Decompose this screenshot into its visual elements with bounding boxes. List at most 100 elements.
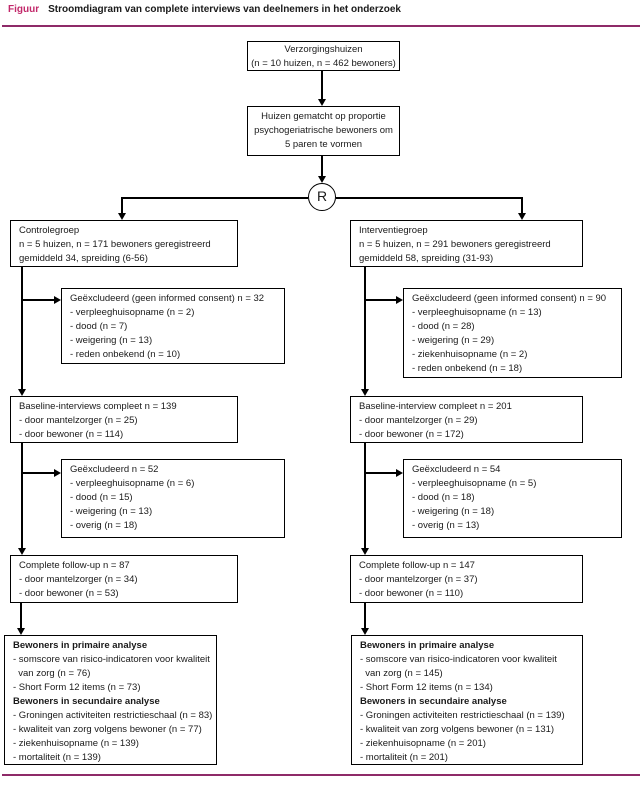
text-line: Controlegroep: [19, 225, 80, 236]
text-line: - dood (n = 28): [412, 321, 475, 332]
text-line: - door bewoner (n = 110): [359, 588, 464, 599]
flow-line: [21, 443, 23, 548]
text-line: - reden onbekend (n = 18): [412, 363, 523, 374]
flow-line: [365, 472, 396, 474]
text-line: - door mantelzorger (n = 25): [19, 415, 138, 426]
text-line: (n = 10 huizen, n = 462 bewoners): [251, 58, 396, 69]
text-line: - Short Form 12 items (n = 73): [13, 682, 141, 693]
text-line: - door bewoner (n = 172): [359, 429, 464, 440]
analysis-primary-heading: Bewoners in primaire analyse: [13, 640, 148, 651]
arrow-right-icon: [54, 469, 61, 477]
text-line: - mortaliteit (n = 201): [360, 752, 448, 763]
text-line: - dood (n = 18): [412, 492, 475, 503]
text-line: - verpleeghuisopname (n = 6): [70, 478, 195, 489]
flow-line: [364, 603, 366, 628]
arrow-right-icon: [54, 296, 61, 304]
text-line: psychogeriatrische bewoners om: [254, 125, 393, 136]
arrow-down-icon: [361, 548, 369, 555]
flow-line: [364, 267, 366, 389]
arrow-down-icon: [518, 213, 526, 220]
intervention-excluded-consent-box: Geëxcludeerd (geen informed consent) n =…: [403, 288, 622, 378]
text-line: - overig (n = 13): [412, 520, 480, 531]
arrow-right-icon: [396, 469, 403, 477]
intervention-followup-box: Complete follow-up n = 147 - door mantelz…: [350, 555, 583, 603]
text-line: Verzorgingshuizen: [284, 44, 363, 55]
text-line: van zorg (n = 145): [360, 668, 443, 679]
text-line: - verpleeghuisopname (n = 5): [412, 478, 537, 489]
text-line: Geëxcludeerd (geen informed consent) n =…: [70, 293, 265, 304]
text-line: Geëxcludeerd n = 54: [412, 464, 501, 475]
text-line: Huizen gematcht op proportie: [261, 111, 386, 122]
text-line: - reden onbekend (n = 10): [70, 349, 181, 360]
arrow-down-icon: [118, 213, 126, 220]
text-line: n = 5 huizen, n = 291 bewoners geregistr…: [359, 239, 551, 250]
control-baseline-box: Baseline-interviews compleet n = 139 - do…: [10, 396, 238, 443]
text-line: Baseline-interviews compleet n = 139: [19, 401, 177, 412]
control-followup-box: Complete follow-up n = 87 - door mantelzo…: [10, 555, 238, 603]
text-line: n = 5 huizen, n = 171 bewoners geregistr…: [19, 239, 211, 250]
flow-line: [121, 197, 123, 214]
text-line: - door mantelzorger (n = 37): [359, 574, 478, 585]
text-line: - dood (n = 7): [70, 321, 128, 332]
flow-line: [321, 71, 323, 99]
text-line: van zorg (n = 76): [13, 668, 91, 679]
text-line: Complete follow-up n = 87: [19, 560, 130, 571]
flow-line: [20, 603, 22, 628]
randomization-circle: R: [308, 183, 336, 211]
text-line: - ziekenhuisopname (n = 2): [412, 349, 528, 360]
matching-box: Huizen gematcht op proportie psychogeriat…: [247, 106, 400, 156]
text-line: 5 paren te vormen: [284, 139, 363, 150]
text-line: - Groningen activiteiten restrictieschaa…: [13, 710, 213, 721]
text-line: Baseline-interview compleet n = 201: [359, 401, 512, 412]
analysis-secondary-items: - Groningen activiteiten restrictieschaa…: [13, 709, 213, 765]
text-line: - weigering (n = 29): [412, 335, 495, 346]
figure-label: Figuur: [8, 4, 40, 15]
text-line: - weigering (n = 18): [412, 506, 495, 517]
arrow-down-icon: [361, 628, 369, 635]
analysis-primary-heading: Bewoners in primaire analyse: [360, 640, 495, 651]
flow-line: [336, 197, 522, 199]
flow-line: [22, 472, 54, 474]
flow-line: [365, 299, 396, 301]
text-line: - ziekenhuisopname (n = 201): [360, 738, 486, 749]
flow-line: [521, 197, 523, 214]
control-excluded-followup-box: Geëxcludeerd n = 52 - verpleeghuisopname …: [61, 459, 285, 538]
text-line: - kwaliteit van zorg volgens bewoner (n …: [360, 724, 555, 735]
figure-title-text: Stroomdiagram van complete interviews va…: [48, 4, 401, 15]
arrow-down-icon: [17, 628, 25, 635]
flow-line: [321, 156, 323, 176]
text-line: - verpleeghuisopname (n = 2): [70, 307, 195, 318]
bottom-rule: [2, 774, 640, 776]
arrow-down-icon: [18, 548, 26, 555]
analysis-primary-items: - somscore van risico-indicatoren voor k…: [360, 653, 577, 695]
text-line: - Short Form 12 items (n = 134): [360, 682, 493, 693]
intervention-baseline-box: Baseline-interview compleet n = 201 - doo…: [350, 396, 583, 443]
analysis-primary-items: - somscore van risico-indicatoren voor k…: [13, 653, 211, 695]
text-line: - Groningen activiteiten restrictieschaa…: [360, 710, 565, 721]
text-line: gemiddeld 58, spreiding (31-93): [359, 253, 494, 264]
text-line: - door mantelzorger (n = 29): [359, 415, 478, 426]
arrow-down-icon: [18, 389, 26, 396]
text-line: - mortaliteit (n = 139): [13, 752, 101, 763]
text-line: - overig (n = 18): [70, 520, 138, 531]
text-line: - weigering (n = 13): [70, 335, 153, 346]
start-box: Verzorgingshuizen (n = 10 huizen, n = 462…: [247, 41, 400, 71]
arrow-down-icon: [318, 99, 326, 106]
arrow-down-icon: [361, 389, 369, 396]
text-line: gemiddeld 34, spreiding (6-56): [19, 253, 148, 264]
control-group-box: Controlegroep n = 5 huizen, n = 171 bewon…: [10, 220, 238, 267]
text-line: - door mantelzorger (n = 34): [19, 574, 138, 585]
text-line: Geëxcludeerd n = 52: [70, 464, 159, 475]
text-line: Complete follow-up n = 147: [359, 560, 475, 571]
flow-line: [22, 299, 54, 301]
text-line: - weigering (n = 13): [70, 506, 153, 517]
flow-line: [364, 443, 366, 548]
text-line: Geëxcludeerd (geen informed consent) n =…: [412, 293, 607, 304]
text-line: - verpleeghuisopname (n = 13): [412, 307, 542, 318]
text-line: - ziekenhuisopname (n = 139): [13, 738, 139, 749]
arrow-down-icon: [318, 176, 326, 183]
arrow-right-icon: [396, 296, 403, 304]
text-line: - door bewoner (n = 114): [19, 429, 124, 440]
text-line: - door bewoner (n = 53): [19, 588, 119, 599]
